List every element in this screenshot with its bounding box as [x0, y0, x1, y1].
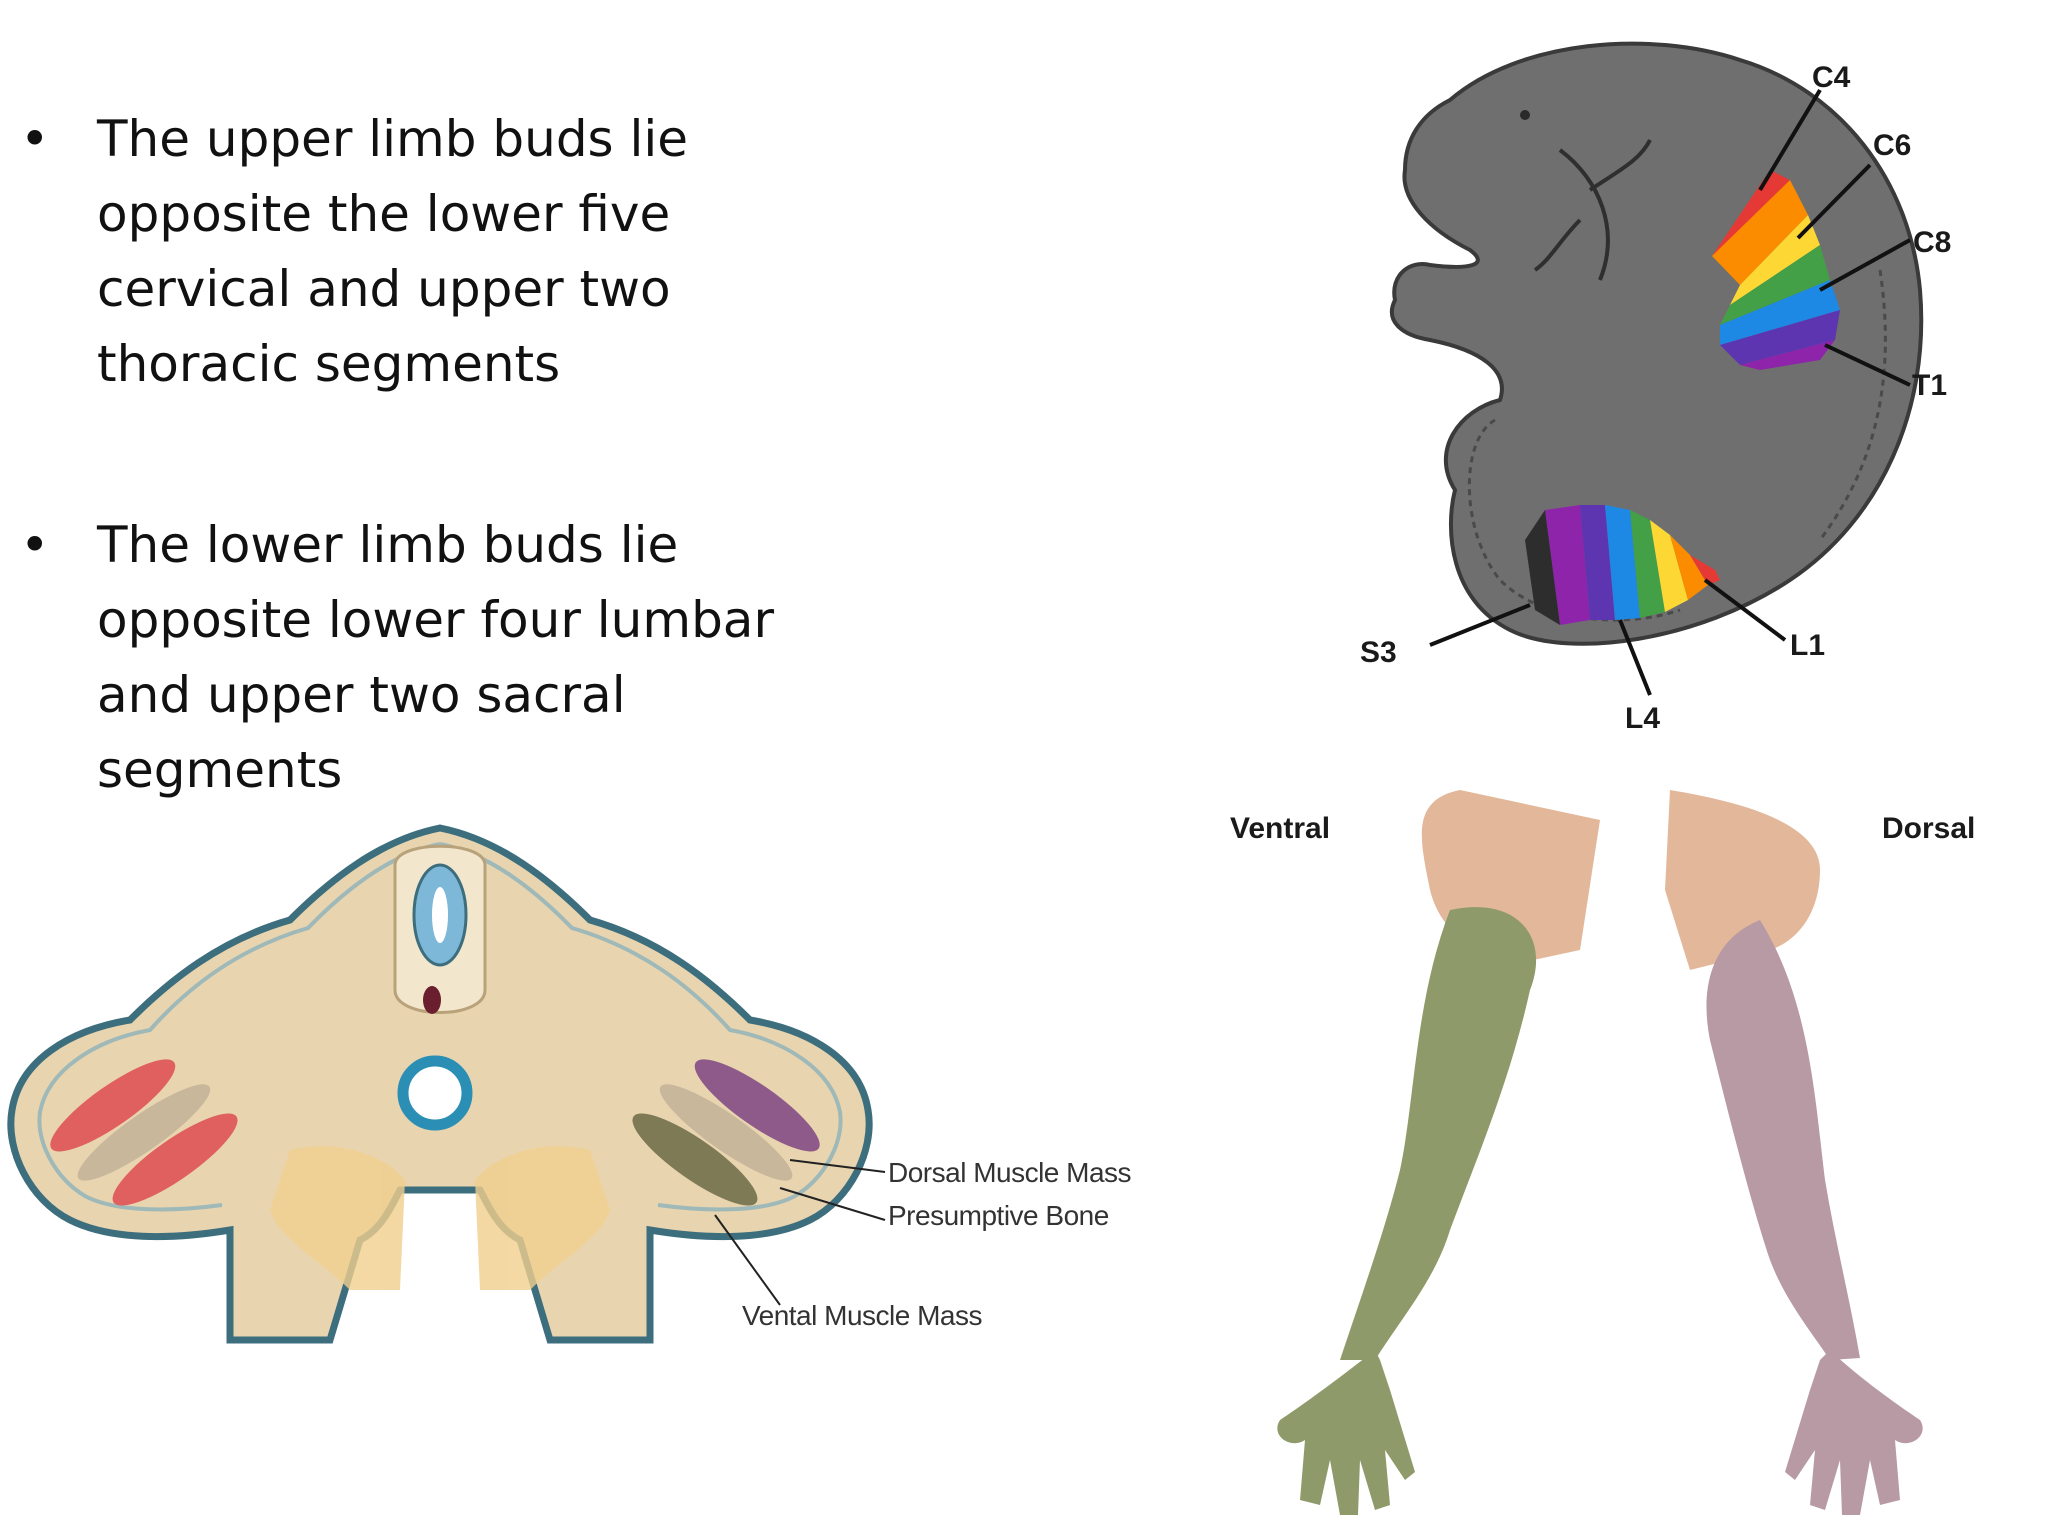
cross-section-leader-lines	[714, 1159, 886, 1306]
label-ventral-muscle-mass: Vental Muscle Mass	[742, 1300, 982, 1331]
somite-blocks	[270, 1146, 610, 1290]
cross-section-diagram: Dorsal Muscle Mass Presumptive Bone Vent…	[7, 824, 1132, 1344]
bullet-line: segments	[97, 741, 343, 799]
label-l4: L4	[1625, 702, 1660, 735]
aorta	[397, 1055, 473, 1131]
label-t1: T1	[1912, 369, 1947, 402]
label-c6: C6	[1873, 129, 1911, 162]
right-limb-bud	[632, 1059, 820, 1206]
bullet-line: and upper two sacral	[97, 666, 626, 724]
label-dorsal: Dorsal	[1882, 812, 1975, 845]
label-presumptive-bone: Presumptive Bone	[888, 1200, 1109, 1231]
label-ventral: Ventral	[1230, 812, 1330, 845]
label-s3: S3	[1360, 636, 1397, 669]
bullet-text: The upper limb buds lie opposite the low…	[97, 102, 857, 402]
bullet-line: opposite the lower five	[97, 185, 671, 243]
left-limb-bud	[50, 1059, 238, 1206]
dorsal-arm	[1665, 790, 1923, 1515]
bullet-line: cervical and upper two	[97, 260, 671, 318]
neural-tube	[393, 844, 487, 1014]
bullet-line: The lower limb buds lie	[97, 516, 679, 574]
ventral-arm	[1277, 790, 1600, 1515]
bullet-line: opposite lower four lumbar	[97, 591, 775, 649]
bullet-line: The upper limb buds lie	[97, 110, 689, 168]
notochord	[423, 986, 441, 1014]
embryo-diagram: C4 C6 C8 T1 S3 L1 L4	[1360, 41, 1951, 735]
arm-diagram: Ventral Dorsal	[1230, 790, 1975, 1515]
bullet-text: The lower limb buds lie opposite lower f…	[97, 508, 857, 808]
label-dorsal-muscle-mass: Dorsal Muscle Mass	[888, 1157, 1131, 1188]
label-l1: L1	[1790, 629, 1825, 662]
label-c4: C4	[1812, 61, 1851, 94]
embryo-leader-lines	[1429, 88, 1911, 696]
lower-limb-dermatomes	[1525, 505, 1720, 625]
bullet-marker: •	[20, 110, 50, 168]
label-c8: C8	[1913, 226, 1951, 259]
bullet-line: thoracic segments	[97, 335, 561, 393]
bullet-marker: •	[20, 516, 50, 574]
